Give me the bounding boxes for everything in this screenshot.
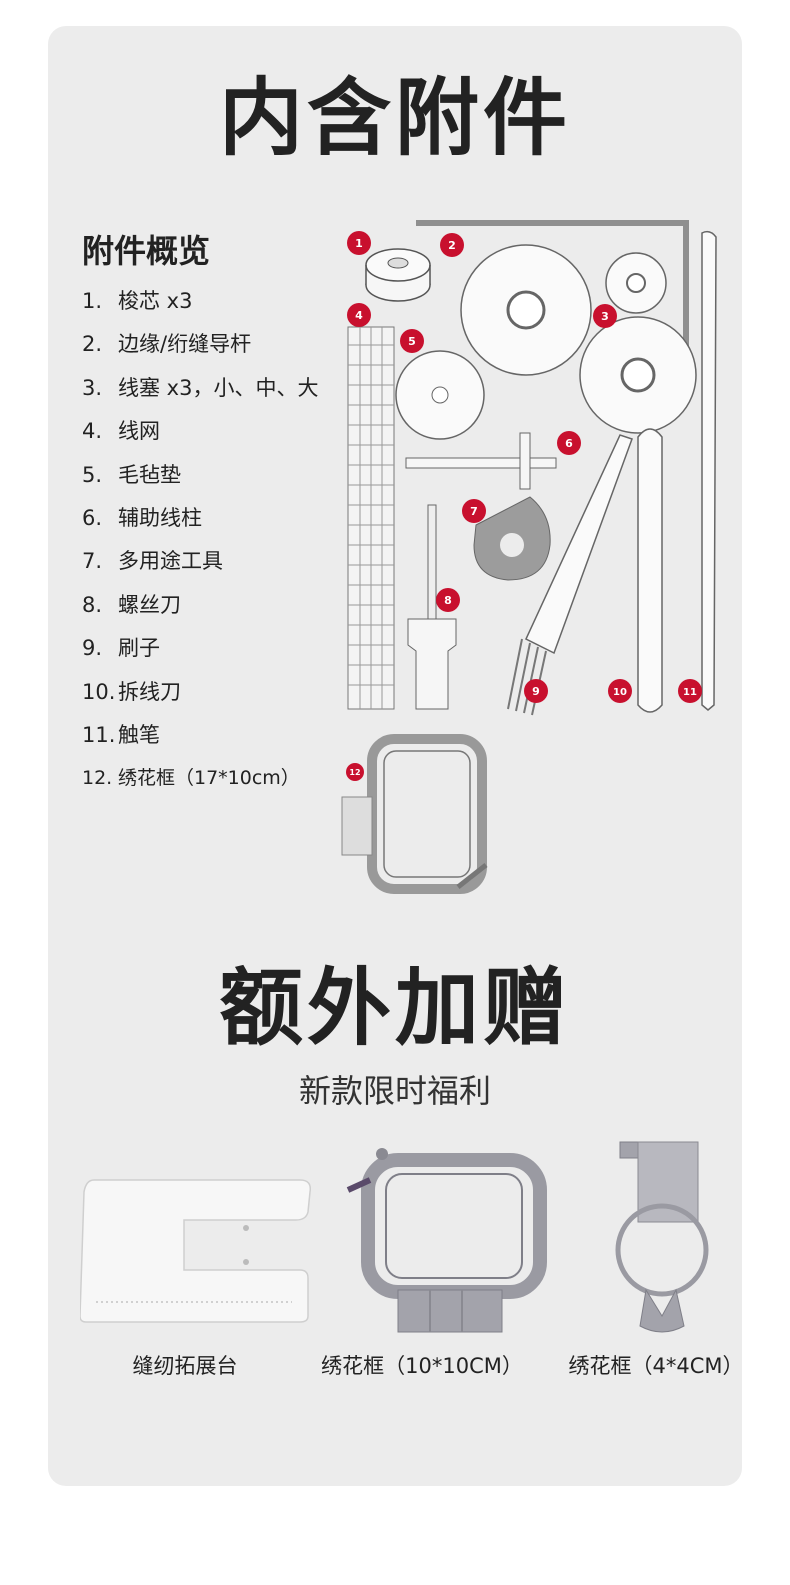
hoop-4x4-label: 绣花框（4*4CM） <box>568 1354 744 1378</box>
bonus-subtitle: 新款限时福利 <box>298 1072 491 1110</box>
hoop-17x10-illustration <box>341 734 488 894</box>
spool-cap-large-illustration <box>460 244 592 376</box>
hoop-4x4-illustration <box>615 1141 709 1333</box>
number-badges <box>346 231 702 781</box>
felt-pad-illustration <box>395 350 485 440</box>
thread-net-illustration <box>347 326 395 710</box>
extension-table-label: 缝纫拓展台 <box>132 1354 238 1378</box>
bonus-title: 额外加赠 <box>218 959 571 1057</box>
brush-illustration <box>507 434 633 716</box>
badge-2: 2 <box>448 239 456 252</box>
list-item: 1.梭芯 x3 <box>82 289 193 313</box>
list-item: 6.辅助线柱 <box>82 506 202 531</box>
accessory-overview-list: 附件概览 1.梭芯 x3 2.边缘/绗缝导杆 3.线塞 x3，小、中、大 4.线… <box>82 226 352 801</box>
badge-7: 7 <box>470 505 478 518</box>
badge-10: 10 <box>613 687 627 698</box>
list-item: 12.绣花框（17*10cm） <box>82 767 300 790</box>
seam-ripper-illustration <box>637 428 663 713</box>
list-item: 9.刷子 <box>82 636 160 661</box>
badge-8: 8 <box>444 594 452 607</box>
list-item: 3.线塞 x3，小、中、大 <box>82 375 319 400</box>
list-item: 10.拆线刀 <box>82 679 181 704</box>
bobbin-illustration <box>365 248 431 302</box>
overview-heading: 附件概览 <box>82 232 211 270</box>
badge-11: 11 <box>683 687 697 698</box>
screwdriver-illustration <box>407 504 457 710</box>
hoop-10x10-label: 绣花框（10*10CM） <box>321 1354 523 1378</box>
spool-pin-illustration <box>405 432 557 490</box>
list-item: 4.线网 <box>82 419 160 444</box>
spool-cap-small-illustration <box>605 252 667 314</box>
edge-guide-illustration <box>416 220 689 365</box>
extension-table-illustration <box>80 1179 312 1323</box>
badge-5: 5 <box>408 335 416 348</box>
hoop-10x10-illustration <box>346 1148 547 1333</box>
badge-12: 12 <box>349 768 360 777</box>
stylus-illustration <box>701 230 717 711</box>
list-item: 11.触笔 <box>82 723 160 748</box>
list-item: 7.多用途工具 <box>82 549 223 574</box>
badge-9: 9 <box>532 685 540 698</box>
list-item: 5.毛毡垫 <box>82 462 181 487</box>
list-item: 8.螺丝刀 <box>82 592 181 617</box>
accessories-illustration: 1 2 3 4 5 6 7 8 9 10 11 12 <box>341 220 717 894</box>
badge-4: 4 <box>355 309 363 322</box>
badge-6: 6 <box>565 437 573 450</box>
list-item: 2.边缘/绗缝导杆 <box>82 332 252 357</box>
spool-cap-medium-illustration <box>579 316 697 434</box>
included-title: 内含附件 <box>218 69 571 167</box>
badge-3: 3 <box>601 310 609 323</box>
multipurpose-tool-illustration <box>473 496 551 581</box>
badge-1: 1 <box>355 237 363 250</box>
